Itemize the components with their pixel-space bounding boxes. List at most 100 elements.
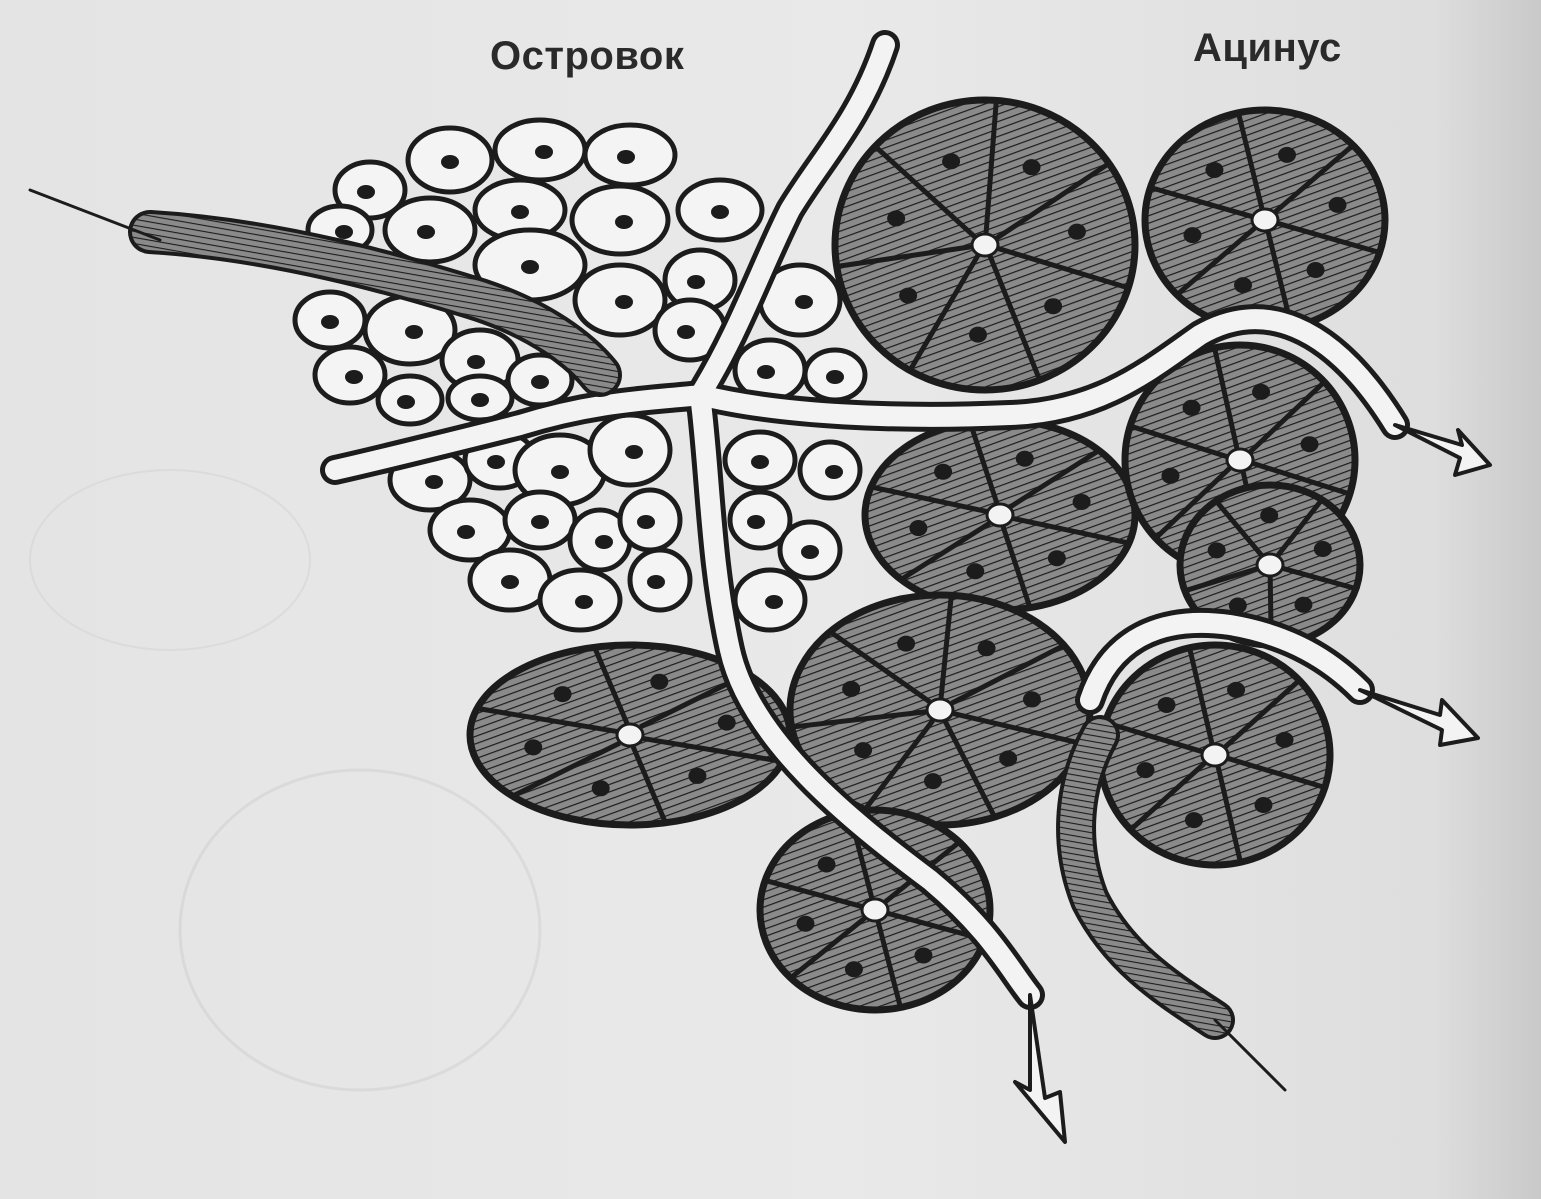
islet-cell-nucleus (531, 375, 549, 389)
islet-cell-nucleus (625, 445, 643, 459)
acinus-lumen (972, 234, 998, 256)
acinus-lumen (862, 899, 888, 921)
acinar-cell-nucleus (650, 674, 668, 690)
islet-cell-nucleus (457, 525, 475, 539)
acinar-cell-nucleus (914, 947, 932, 963)
islet-cell-nucleus (687, 275, 705, 289)
acinar-cell-nucleus (1314, 541, 1332, 557)
islet-cell-nucleus (825, 465, 843, 479)
acinar-cell-nucleus (1329, 197, 1347, 213)
acinar-cell-nucleus (1276, 732, 1294, 748)
acinar-cell-nucleus (924, 773, 942, 789)
acinar-cell-nucleus (978, 640, 996, 656)
islet-cell-nucleus (321, 315, 339, 329)
islet-cell-nucleus (417, 225, 435, 239)
islet-cell-nucleus (335, 225, 353, 239)
islet-cell-nucleus (801, 545, 819, 559)
acinar-cell-nucleus (1183, 227, 1201, 243)
nerve-fibre-right (1215, 1020, 1285, 1090)
islet-cell-nucleus (511, 205, 529, 219)
acinar-cell-nucleus (1158, 697, 1176, 713)
islet-cell-nucleus (765, 595, 783, 609)
islet-cell-nucleus (471, 393, 489, 407)
acinar-cell-nucleus (887, 210, 905, 226)
acinar-cell-nucleus (1068, 224, 1086, 240)
islet-cell-nucleus (425, 475, 443, 489)
acinar-cell-nucleus (592, 780, 610, 796)
islet-cell-nucleus (751, 455, 769, 469)
islet-cell-nucleus (615, 295, 633, 309)
islet-cell-nucleus (795, 295, 813, 309)
acinar-cell-nucleus (842, 681, 860, 697)
islet-cell-nucleus (397, 395, 415, 409)
arrow-right-lower (1360, 690, 1478, 745)
background-smudges (30, 470, 540, 1090)
islet-cell-nucleus (487, 455, 505, 469)
islet-cell-nucleus (677, 325, 695, 339)
islet-cell-nucleus (757, 365, 775, 379)
acinar-cell-nucleus (1016, 451, 1034, 467)
acinar-cell-nucleus (1260, 507, 1278, 523)
islet-cell-nucleus (467, 355, 485, 369)
acinus-lumen (1202, 744, 1228, 766)
acinar-cell-nucleus (1252, 384, 1270, 400)
acinar-cell-nucleus (942, 153, 960, 169)
acinar-cell-nucleus (1227, 682, 1245, 698)
islet-cell-nucleus (531, 515, 549, 529)
acinus (865, 420, 1135, 610)
acinar-cell-nucleus (796, 916, 814, 932)
islet-cell-nucleus (747, 515, 765, 529)
acinar-cell-nucleus (1023, 691, 1041, 707)
acinar-cell-nucleus (999, 751, 1017, 767)
acinar-cell-nucleus (909, 520, 927, 536)
islet-cell-nucleus (711, 205, 729, 219)
islet-cell-nucleus (647, 575, 665, 589)
acinus-lumen (987, 504, 1013, 526)
acinus-lumen (927, 699, 953, 721)
acinar-cell-nucleus (1023, 159, 1041, 175)
acinus-lumen (1252, 209, 1278, 231)
islet-cell-nucleus (535, 145, 553, 159)
islet-cell-nucleus (441, 155, 459, 169)
islet-cell-nucleus (617, 150, 635, 164)
acinar-cell-nucleus (854, 742, 872, 758)
acinar-cell-nucleus (818, 857, 836, 873)
arrow-down (1015, 995, 1065, 1142)
arrow-right-upper (1395, 425, 1490, 475)
islet-cell-nucleus (357, 185, 375, 199)
islet-cell-nucleus (826, 370, 844, 384)
islet-cell-nucleus (637, 515, 655, 529)
acinus (1100, 645, 1330, 865)
acinar-cell-nucleus (1048, 550, 1066, 566)
acinus (1145, 110, 1385, 330)
islet-cell-nucleus (595, 535, 613, 549)
islet-cell-nucleus (501, 575, 519, 589)
acinar-cell-nucleus (1301, 436, 1319, 452)
acinar-cell-nucleus (897, 636, 915, 652)
acinus-lumen (1227, 449, 1253, 471)
islet-cell-nucleus (551, 465, 569, 479)
acinar-cell-nucleus (1278, 147, 1296, 163)
islet-cell-nucleus (345, 370, 363, 384)
acinar-cell-nucleus (1183, 400, 1201, 416)
acinar-cell-nucleus (1208, 542, 1226, 558)
acinar-cell-nucleus (718, 715, 736, 731)
acinus-lumen (1257, 554, 1283, 576)
islet-cell-nucleus (405, 325, 423, 339)
islet-label: Островок (490, 34, 684, 79)
acinar-cell-nucleus (1185, 812, 1203, 828)
islet-cell-nucleus (521, 260, 539, 274)
acinar-cell-nucleus (1073, 494, 1091, 510)
acinus-lumen (617, 724, 643, 746)
acinar-cell-nucleus (1254, 797, 1272, 813)
islet-cell-nucleus (575, 595, 593, 609)
acinar-cell-nucleus (966, 563, 984, 579)
acinar-cell-nucleus (1307, 262, 1325, 278)
acinar-cell-nucleus (554, 686, 572, 702)
acinar-cell-nucleus (934, 464, 952, 480)
acinar-cell-nucleus (1044, 298, 1062, 314)
acinar-cell-nucleus (899, 288, 917, 304)
acinar-cell-nucleus (1161, 468, 1179, 484)
